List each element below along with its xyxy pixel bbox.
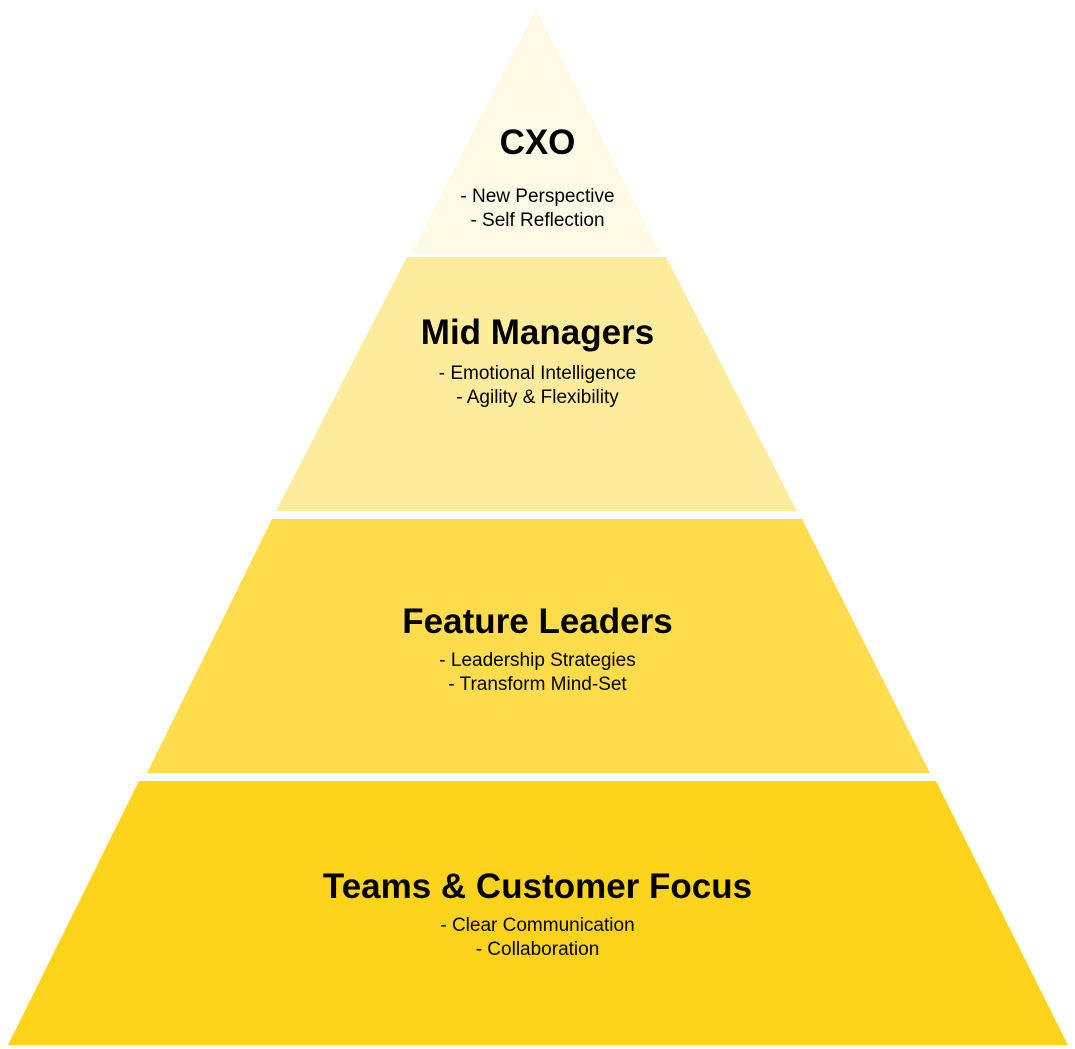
tier-point: - New Perspective <box>460 186 615 207</box>
tier-title: Feature Leaders <box>402 602 673 641</box>
tier-points: - New Perspective - Self Reflection <box>0 185 1075 233</box>
tier-points: - Emotional Intelligence - Agility & Fle… <box>0 362 1075 410</box>
tier-mid-managers-shape <box>276 257 797 511</box>
tier-title: CXO <box>499 123 576 162</box>
tier-point: - Emotional Intelligence <box>438 363 637 384</box>
tier-cxo-label: CXO - New Perspective - Self Reflection <box>0 120 1075 233</box>
tier-title: Mid Managers <box>420 313 655 352</box>
tier-mid-managers-label: Mid Managers - Emotional Intelligence - … <box>0 310 1075 410</box>
tier-points: - Clear Communication - Collaboration <box>0 914 1075 962</box>
tier-point: - Clear Communication <box>440 915 635 936</box>
tier-point: - Self Reflection <box>470 210 605 231</box>
tier-teams-customer-focus-shape <box>8 781 1068 1045</box>
tier-feature-leaders-label: Feature Leaders - Leadership Strategies … <box>0 599 1075 697</box>
tier-teams-customer-focus-label: Teams & Customer Focus - Clear Communica… <box>0 864 1075 962</box>
tier-title: Teams & Customer Focus <box>322 867 753 906</box>
tier-feature-leaders-shape <box>147 519 930 773</box>
tier-point: - Transform Mind-Set <box>448 674 627 695</box>
tier-point: - Agility & Flexibility <box>456 387 619 408</box>
tier-point: - Leadership Strategies <box>439 650 636 671</box>
tier-point: - Collaboration <box>475 939 600 960</box>
tier-cxo-shape <box>411 9 661 253</box>
tier-points: - Leadership Strategies - Transform Mind… <box>0 649 1075 697</box>
